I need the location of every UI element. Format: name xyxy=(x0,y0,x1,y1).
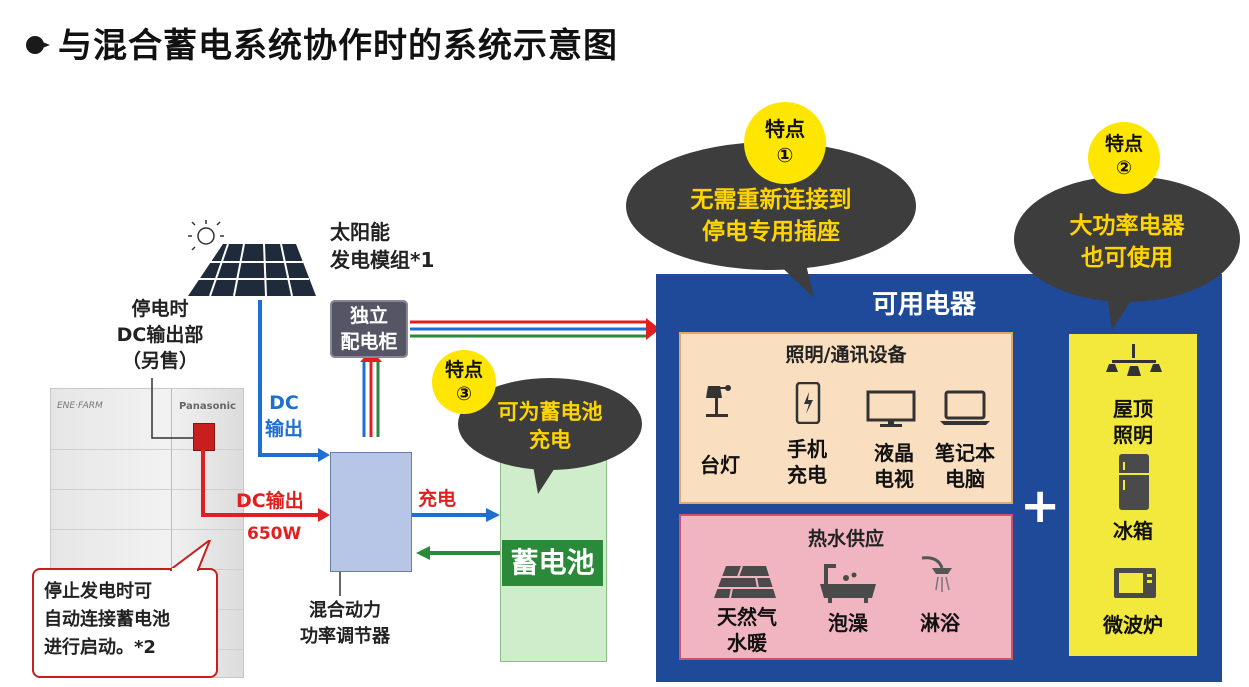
feature3-badge: 特点 ③ xyxy=(432,350,496,414)
ceiling-light-label-line2: 照明 xyxy=(1069,422,1197,448)
bathtub-icon xyxy=(818,560,878,604)
laptop-icon xyxy=(938,390,992,426)
note-line1: 停止发电时可 xyxy=(44,578,206,606)
dc-output-left-label: DC输出 xyxy=(236,488,304,514)
note-line3: 进行启动。*2 xyxy=(44,634,206,662)
note-callout: 停止发电时可 自动连接蓄电池 进行启动。*2 xyxy=(32,568,218,678)
pcs-line2: 功率调节器 xyxy=(280,624,410,650)
lighting-item-laptop: 笔记本 电脑 xyxy=(928,440,1002,492)
feature2-badge-line1: 特点 xyxy=(1088,132,1160,156)
power-conditioner xyxy=(330,452,412,572)
tv-label-line1: 液晶 xyxy=(862,440,926,466)
lighting-item-desk-lamp: 台灯 xyxy=(690,452,750,478)
plus-icon: + xyxy=(1020,482,1060,530)
feature2-badge-line2: ② xyxy=(1088,156,1160,180)
dc-output-left-power: 650W xyxy=(247,524,301,544)
power-conditioner-label: 混合动力 功率调节器 xyxy=(280,598,410,650)
feature3-text-line2: 充电 xyxy=(458,426,642,454)
pcs-line1: 混合动力 xyxy=(280,598,410,624)
ceiling-light-label-line1: 屋顶 xyxy=(1069,396,1197,422)
note-line2: 自动连接蓄电池 xyxy=(44,606,206,634)
hotwater-item-bathtub: 泡澡 xyxy=(816,610,880,636)
feature1-text-line1: 无需重新连接到 xyxy=(626,184,916,216)
feature3-bubble-tail xyxy=(530,460,570,496)
chandelier-icon xyxy=(1104,344,1164,386)
bathtub-label: 泡澡 xyxy=(816,610,880,636)
hotwater-group-title: 热水供应 xyxy=(679,524,1013,551)
note-callout-tail xyxy=(170,540,220,572)
floor-heating-label-line2: 水暖 xyxy=(702,630,792,656)
feature3-badge-line1: 特点 xyxy=(432,358,496,382)
phone-label-line2: 充电 xyxy=(775,462,839,488)
dc-output-top-label: DC 输出 xyxy=(254,390,314,442)
shower-label: 淋浴 xyxy=(908,610,972,636)
feature1-bubble-tail xyxy=(770,256,820,302)
feature1-badge: 特点 ① xyxy=(744,102,826,184)
floor-heating-icon xyxy=(712,564,778,600)
feature1-badge-line2: ① xyxy=(744,142,826,168)
lighting-item-tv: 液晶 电视 xyxy=(862,440,926,492)
fridge-label: 冰箱 xyxy=(1069,518,1197,544)
desk-lamp-label: 台灯 xyxy=(690,452,750,478)
shower-icon xyxy=(918,554,958,594)
microwave-icon xyxy=(1112,566,1158,600)
feature3-badge-line2: ③ xyxy=(432,382,496,406)
lighting-item-phone: 手机 充电 xyxy=(775,436,839,488)
dc-output-top-line2: 输出 xyxy=(254,416,314,442)
phone-label-line1: 手机 xyxy=(775,436,839,462)
tv-icon xyxy=(866,390,916,428)
distribution-line2: 配电柜 xyxy=(330,329,408,355)
feature2-badge: 特点 ② xyxy=(1088,122,1160,194)
tv-label-line2: 电视 xyxy=(862,466,926,492)
phone-icon xyxy=(795,382,821,424)
distribution-line1: 独立 xyxy=(330,303,408,329)
charge-label: 充电 xyxy=(418,486,456,512)
hotwater-item-floor-heating: 天然气 水暖 xyxy=(702,604,792,656)
laptop-label-line1: 笔记本 xyxy=(928,440,1002,466)
battery-label: 蓄电池 xyxy=(502,540,603,586)
microwave-label: 微波炉 xyxy=(1069,612,1197,638)
desk-lamp-icon xyxy=(700,382,736,418)
feature2-text-line1: 大功率电器 xyxy=(1014,210,1240,242)
feature2-bubble: 大功率电器 也可使用 xyxy=(1014,176,1240,302)
lighting-group-title: 照明/通讯设备 xyxy=(679,340,1013,367)
feature2-bubble-tail xyxy=(1104,290,1144,332)
feature1-text-line2: 停电专用插座 xyxy=(626,216,916,248)
high-power-item-ceiling-light: 屋顶 照明 xyxy=(1069,396,1197,448)
feature2-text-line2: 也可使用 xyxy=(1014,242,1240,274)
high-power-item-microwave: 微波炉 xyxy=(1069,612,1197,638)
dc-output-top-line1: DC xyxy=(254,390,314,416)
distribution-board: 独立 配电柜 xyxy=(330,300,408,358)
laptop-label-line2: 电脑 xyxy=(928,466,1002,492)
fridge-icon xyxy=(1117,452,1151,512)
high-power-item-fridge: 冰箱 xyxy=(1069,518,1197,544)
hotwater-item-shower: 淋浴 xyxy=(908,610,972,636)
appliances-title: 可用电器 xyxy=(872,284,976,321)
floor-heating-label-line1: 天然气 xyxy=(702,604,792,630)
feature1-badge-line1: 特点 xyxy=(744,116,826,142)
